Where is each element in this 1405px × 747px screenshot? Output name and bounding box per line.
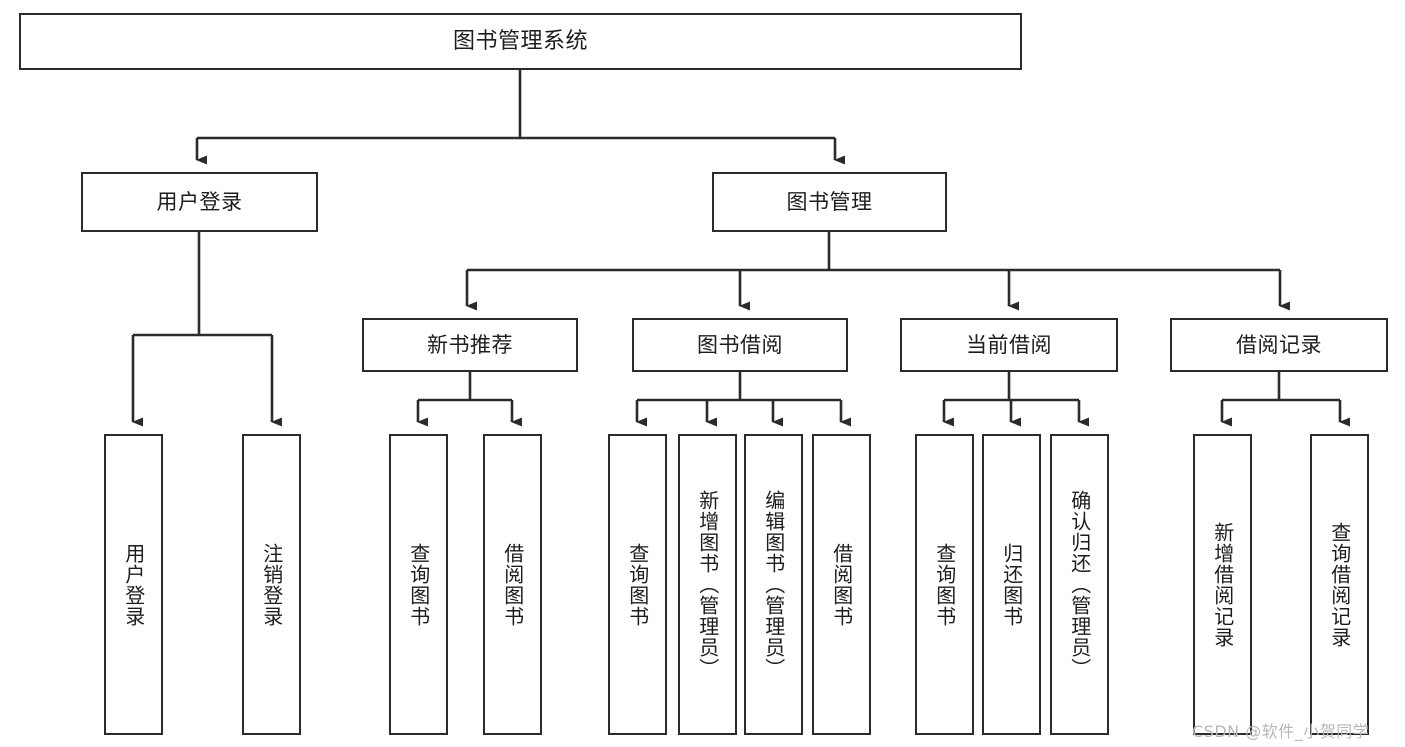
- node-root-label: 图书管理系统: [452, 28, 588, 54]
- node-user-login-label: 用户登录: [156, 189, 243, 214]
- node-book-manage-label: 图书管理: [786, 189, 873, 214]
- leaf-add-book-label: 新增图书（管理员）: [695, 490, 720, 679]
- node-root[interactable]: 图书管理系统: [19, 13, 1022, 70]
- leaf-borrow-book-1[interactable]: 借阅图书: [483, 434, 542, 735]
- node-user-login[interactable]: 用户登录: [81, 172, 318, 232]
- leaf-edit-book[interactable]: 编辑图书（管理员）: [744, 434, 803, 735]
- leaf-query-record[interactable]: 查询借阅记录: [1310, 434, 1369, 735]
- node-book-manage[interactable]: 图书管理: [712, 172, 947, 232]
- leaf-return-book-label: 归还图书: [999, 542, 1024, 627]
- leaf-edit-book-label: 编辑图书（管理员）: [761, 490, 786, 679]
- node-borrow-record[interactable]: 借阅记录: [1170, 318, 1388, 372]
- leaf-query-book-2[interactable]: 查询图书: [608, 434, 667, 735]
- node-borrow-record-label: 借阅记录: [1236, 332, 1322, 357]
- node-book-borrow[interactable]: 图书借阅: [632, 318, 848, 372]
- leaf-borrow-book-2[interactable]: 借阅图书: [812, 434, 871, 735]
- leaf-confirm-return[interactable]: 确认归还（管理员）: [1050, 434, 1109, 735]
- leaf-query-book-1[interactable]: 查询图书: [389, 434, 448, 735]
- node-current-borrow-label: 当前借阅: [966, 332, 1052, 357]
- leaf-borrow-book-2-label: 借阅图书: [829, 542, 854, 627]
- leaf-user-login[interactable]: 用户登录: [104, 434, 163, 735]
- leaf-borrow-book-1-label: 借阅图书: [500, 542, 525, 627]
- leaf-logout-login-label: 注销登录: [259, 542, 284, 627]
- csdn-watermark: CSDN @软件_小贺同学: [1192, 722, 1370, 741]
- leaf-add-record-label: 新增借阅记录: [1210, 521, 1235, 648]
- leaf-query-record-label: 查询借阅记录: [1327, 521, 1352, 648]
- node-book-borrow-label: 图书借阅: [697, 332, 783, 357]
- leaf-user-login-label: 用户登录: [121, 542, 146, 627]
- leaf-query-book-2-label: 查询图书: [625, 542, 650, 627]
- leaf-logout-login[interactable]: 注销登录: [242, 434, 301, 735]
- leaf-confirm-return-label: 确认归还（管理员）: [1067, 490, 1092, 679]
- node-new-book-recommend[interactable]: 新书推荐: [362, 318, 578, 372]
- node-new-book-recommend-label: 新书推荐: [427, 332, 513, 357]
- leaf-query-book-3-label: 查询图书: [932, 542, 957, 627]
- leaf-add-record[interactable]: 新增借阅记录: [1193, 434, 1252, 735]
- leaf-query-book-1-label: 查询图书: [406, 542, 431, 627]
- leaf-return-book[interactable]: 归还图书: [982, 434, 1041, 735]
- leaf-add-book[interactable]: 新增图书（管理员）: [678, 434, 737, 735]
- leaf-query-book-3[interactable]: 查询图书: [915, 434, 974, 735]
- node-current-borrow[interactable]: 当前借阅: [900, 318, 1118, 372]
